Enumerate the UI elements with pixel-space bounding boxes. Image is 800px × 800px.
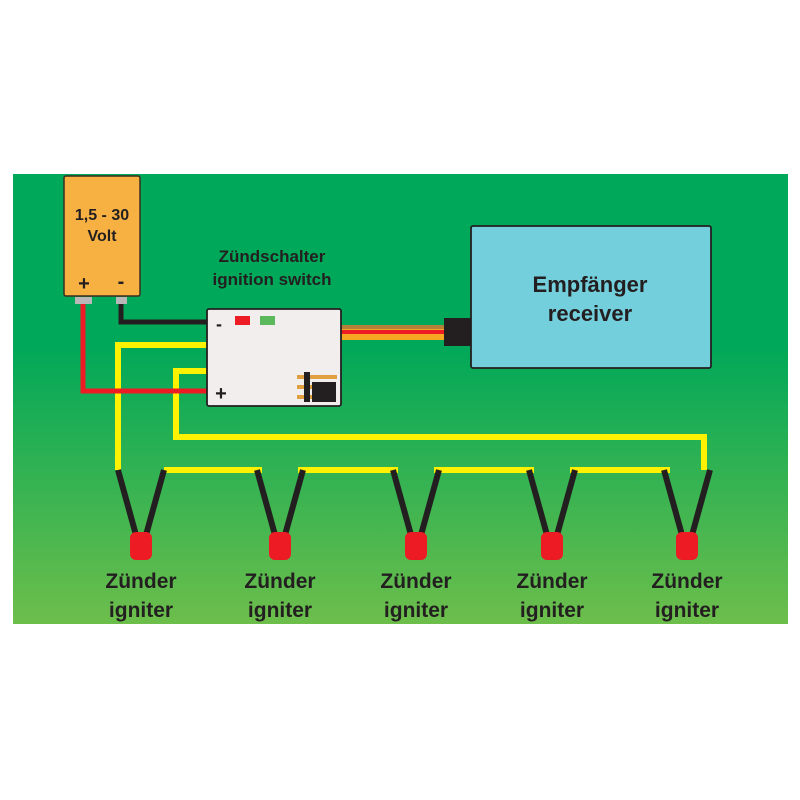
igniter-lead-left bbox=[526, 469, 550, 536]
igniter-head-icon bbox=[405, 532, 427, 560]
igniter: Zünder igniter bbox=[244, 469, 316, 622]
battery: 1,5 - 30 Volt + - bbox=[63, 175, 141, 304]
servo-connector bbox=[444, 318, 473, 346]
red-wire-battery-plus bbox=[80, 302, 208, 394]
igniter-lead-left bbox=[661, 469, 685, 536]
ignition-switch: Zündschalter ignition switch - + bbox=[206, 247, 342, 407]
receiver-body bbox=[470, 225, 712, 369]
battery-terminal-minus bbox=[116, 297, 127, 304]
igniter: Zünder igniter bbox=[105, 469, 177, 622]
igniter-label-en: igniter bbox=[520, 599, 584, 622]
receiver: Empfänger receiver bbox=[470, 225, 712, 369]
igniter-label-en: igniter bbox=[109, 599, 173, 622]
igniter-head-icon bbox=[269, 532, 291, 560]
igniter-head-icon bbox=[541, 532, 563, 560]
servo-cable-red bbox=[341, 330, 445, 334]
igniter-label-de: Zünder bbox=[380, 570, 451, 593]
servo-cable-brown bbox=[341, 325, 445, 329]
igniter-lead-left bbox=[115, 469, 139, 536]
black-wire-battery-minus bbox=[118, 302, 208, 325]
igniter-label-de: Zünder bbox=[516, 570, 587, 593]
receiver-label-en: receiver bbox=[548, 301, 633, 326]
servo-cable bbox=[341, 318, 473, 346]
igniter-label-de: Zünder bbox=[651, 570, 722, 593]
yellow-wires bbox=[115, 342, 707, 473]
battery-body bbox=[63, 175, 141, 297]
igniter-head-icon bbox=[130, 532, 152, 560]
igniter-lead-right bbox=[554, 469, 578, 536]
igniter-lead-right bbox=[143, 469, 167, 536]
igniter: Zünder igniter bbox=[651, 469, 723, 622]
igniter-label-en: igniter bbox=[384, 599, 448, 622]
igniter-label-de: Zünder bbox=[105, 570, 176, 593]
battery-unit-text: Volt bbox=[87, 228, 117, 245]
battery-voltage-text: 1,5 - 30 bbox=[75, 207, 129, 224]
igniter-label-en: igniter bbox=[655, 599, 719, 622]
battery-minus-label: - bbox=[118, 271, 125, 293]
yellow-wire-switch-to-igniter-1 bbox=[115, 342, 208, 470]
igniter-lead-left bbox=[390, 469, 414, 536]
igniter-head-icon bbox=[676, 532, 698, 560]
pin-header-icon bbox=[297, 372, 337, 402]
led-red-icon bbox=[235, 316, 250, 325]
switch-plus-label: + bbox=[215, 383, 227, 405]
igniter-label-en: igniter bbox=[248, 599, 312, 622]
igniter-label-de: Zünder bbox=[244, 570, 315, 593]
switch-label-de: Zündschalter bbox=[219, 247, 326, 266]
switch-label-en: ignition switch bbox=[213, 270, 332, 289]
igniter-lead-right bbox=[418, 469, 442, 536]
igniters: ZünderigniterZünderigniterZünderigniterZ… bbox=[105, 469, 723, 622]
led-green-icon bbox=[260, 316, 275, 325]
igniter-lead-right bbox=[689, 469, 713, 536]
battery-plus-label: + bbox=[78, 273, 90, 295]
battery-terminal-plus bbox=[75, 297, 92, 304]
receiver-label-de: Empfänger bbox=[533, 272, 648, 297]
igniter: Zünder igniter bbox=[380, 469, 452, 622]
igniter-lead-left bbox=[254, 469, 278, 536]
yellow-wire-switch-to-igniter-5 bbox=[173, 368, 707, 470]
switch-minus-label: - bbox=[216, 314, 222, 334]
igniter-lead-right bbox=[282, 469, 306, 536]
igniter: Zünder igniter bbox=[516, 469, 588, 622]
